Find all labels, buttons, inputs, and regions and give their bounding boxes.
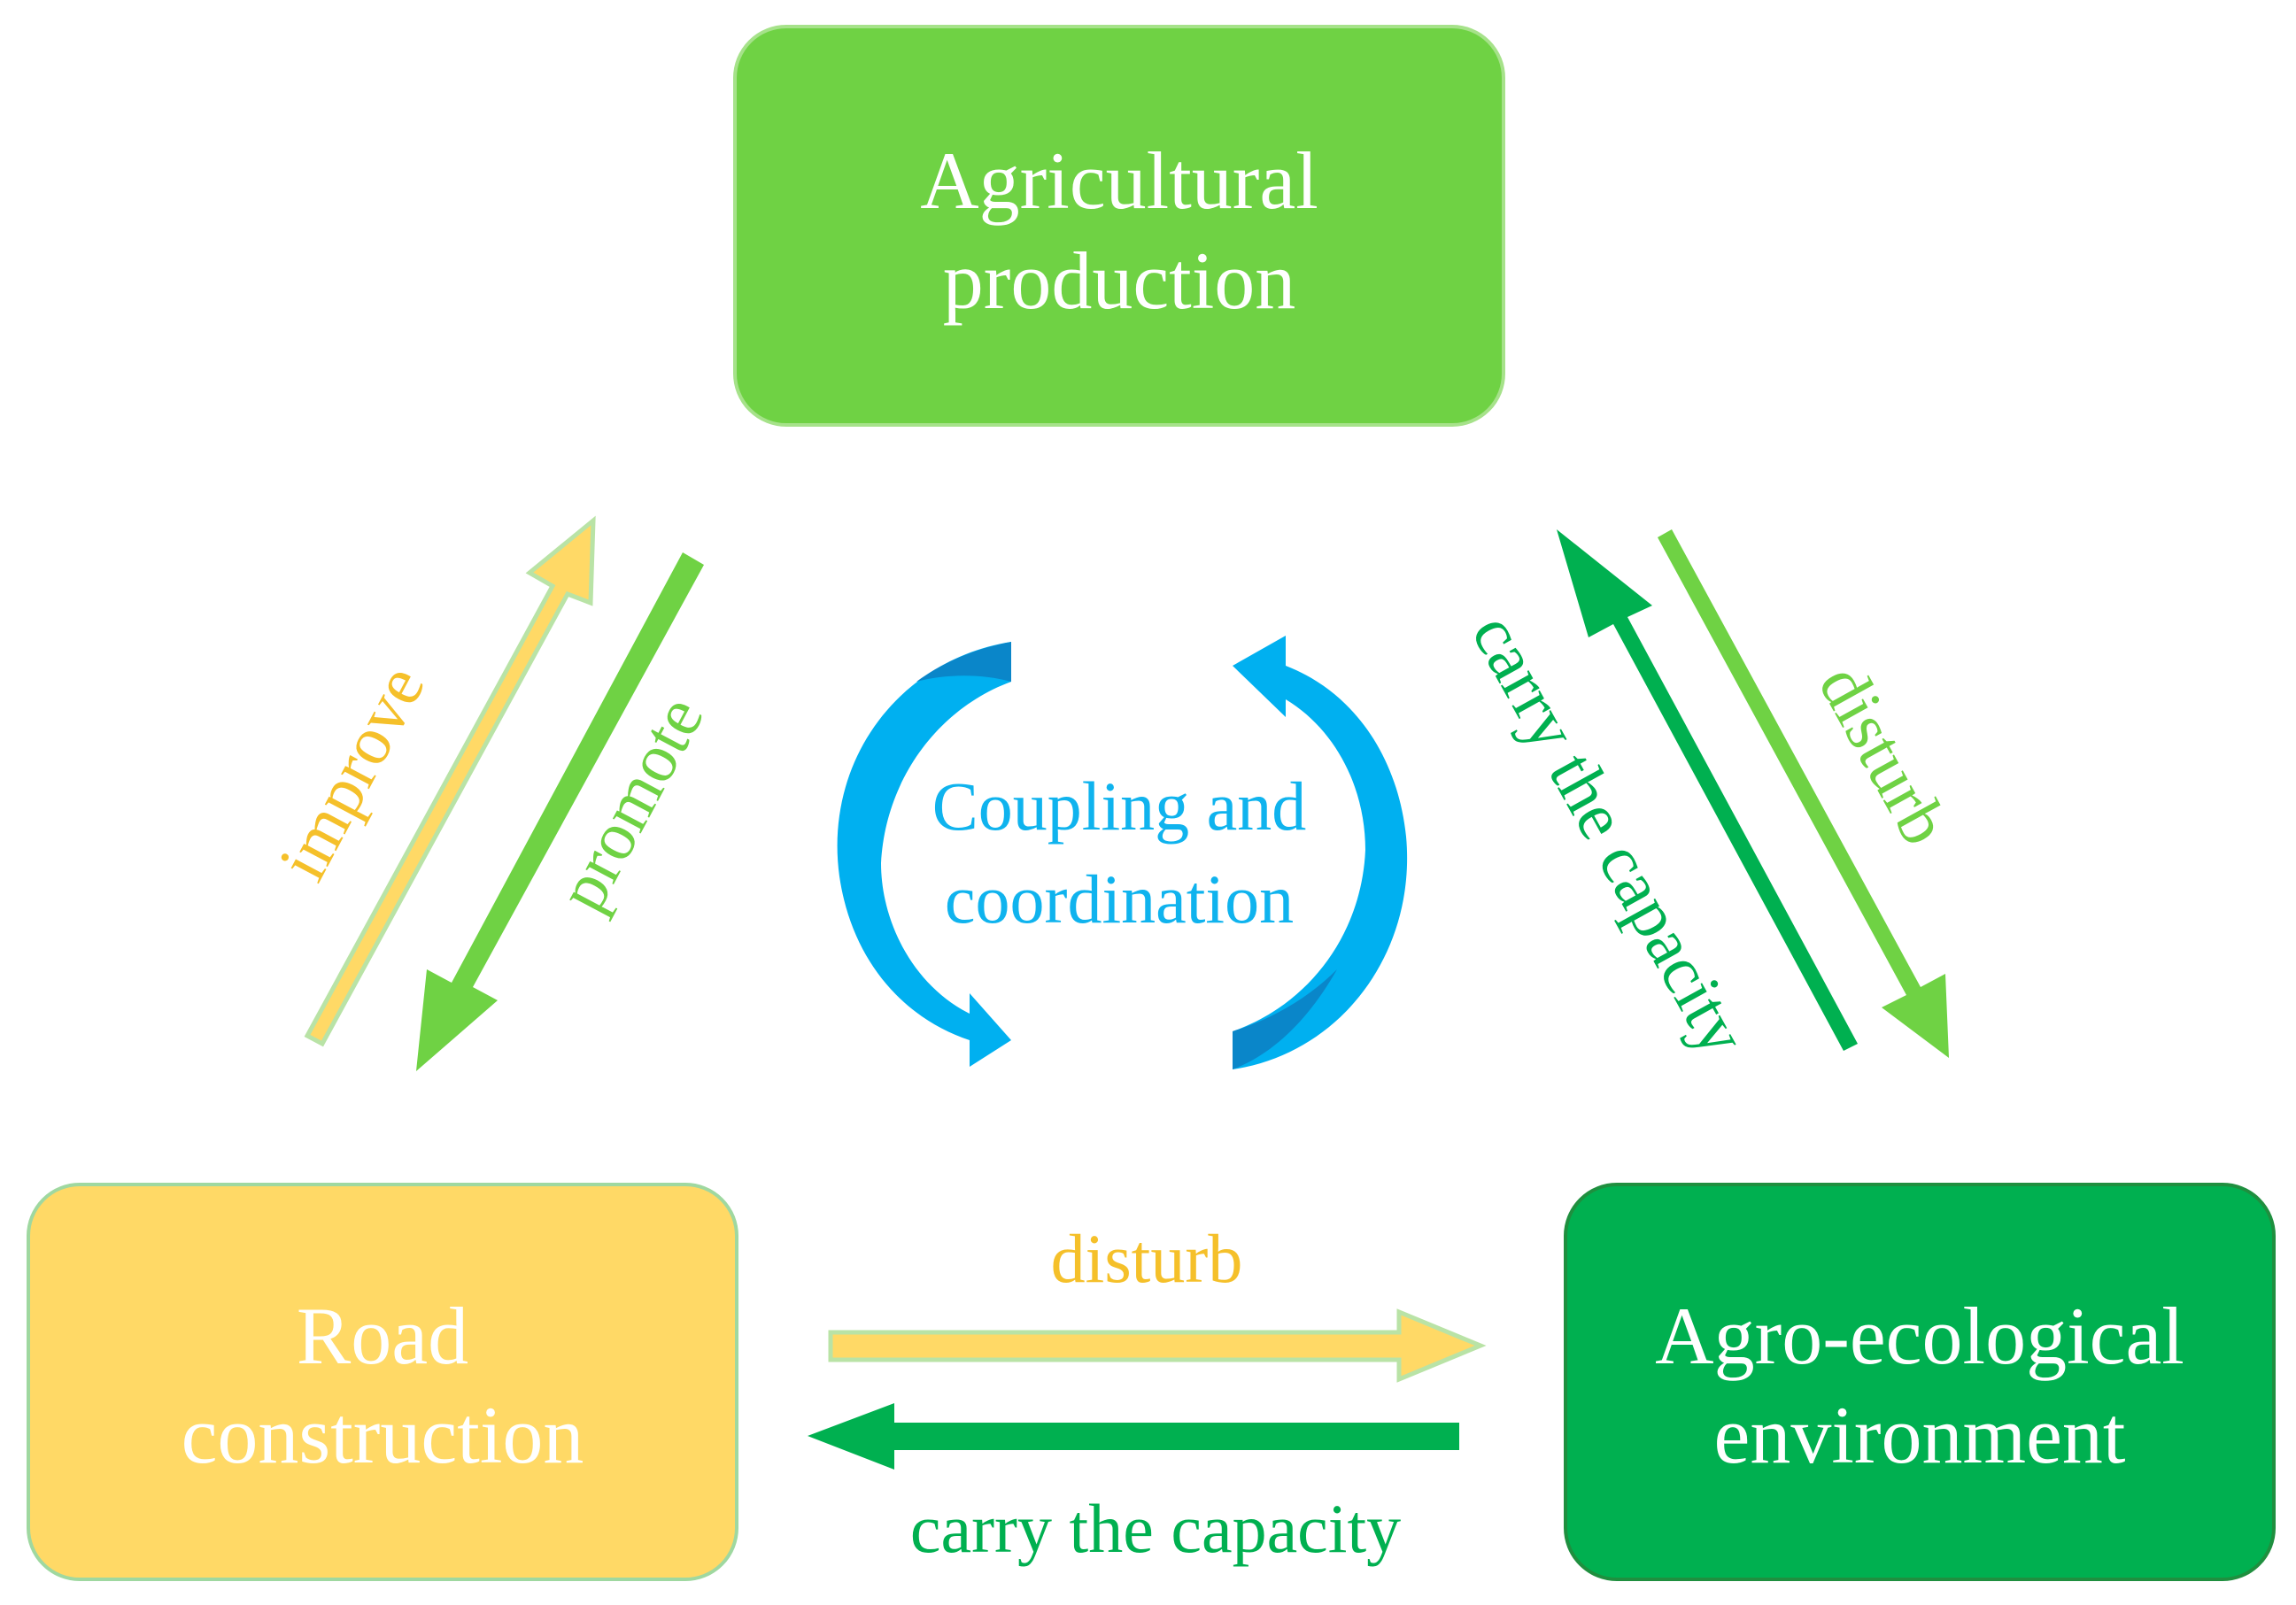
agro-ecological-environment-rect: [1564, 1183, 2276, 1581]
carry-capacity-right-label: carry the capacity: [1457, 601, 1763, 1068]
left-circular-arrow: [837, 642, 1011, 1067]
right-circular-arrow-shade: [1233, 969, 1337, 1069]
road-construction-line2: construction: [182, 1390, 584, 1480]
center-label-line1: Coupling and: [932, 768, 1307, 845]
agricultural-production-line1: Agricultural: [920, 135, 1318, 226]
agro-ecological-environment-line1: Agro-ecological: [1655, 1291, 2184, 1381]
carry-capacity-bottom-arrow: [808, 1403, 1459, 1470]
center-label-line2: coordination: [945, 860, 1294, 938]
right-circular-arrow: [1233, 636, 1408, 1069]
road-construction-line1: Road: [297, 1291, 468, 1381]
carry-capacity-right-arrow: [1557, 529, 1858, 1051]
left-circular-arrow-shade: [916, 642, 1011, 682]
disturb-right-arrow: [1658, 529, 1949, 1058]
agricultural-production-box: Agricultural production: [733, 25, 1505, 427]
agro-ecological-environment-line2: environment: [1714, 1390, 2126, 1480]
disturb-bottom-label: disturb: [1051, 1220, 1243, 1297]
right-circular-arrow-body: [1233, 636, 1408, 1069]
improve-arrow: [304, 515, 596, 1047]
carry-capacity-bottom-label: carry the capacity: [910, 1490, 1401, 1567]
disturb-bottom-arrow: [828, 1308, 1487, 1383]
agricultural-production-rect: [733, 25, 1505, 427]
promote-arrow: [416, 552, 704, 1071]
road-construction-rect: [27, 1183, 738, 1581]
agro-ecological-environment-box: Agro-ecological environment: [1564, 1183, 2276, 1581]
agricultural-production-line2: production: [943, 235, 1296, 326]
road-construction-box: Road construction: [27, 1183, 738, 1581]
left-circular-arrow-body: [837, 642, 1011, 1067]
